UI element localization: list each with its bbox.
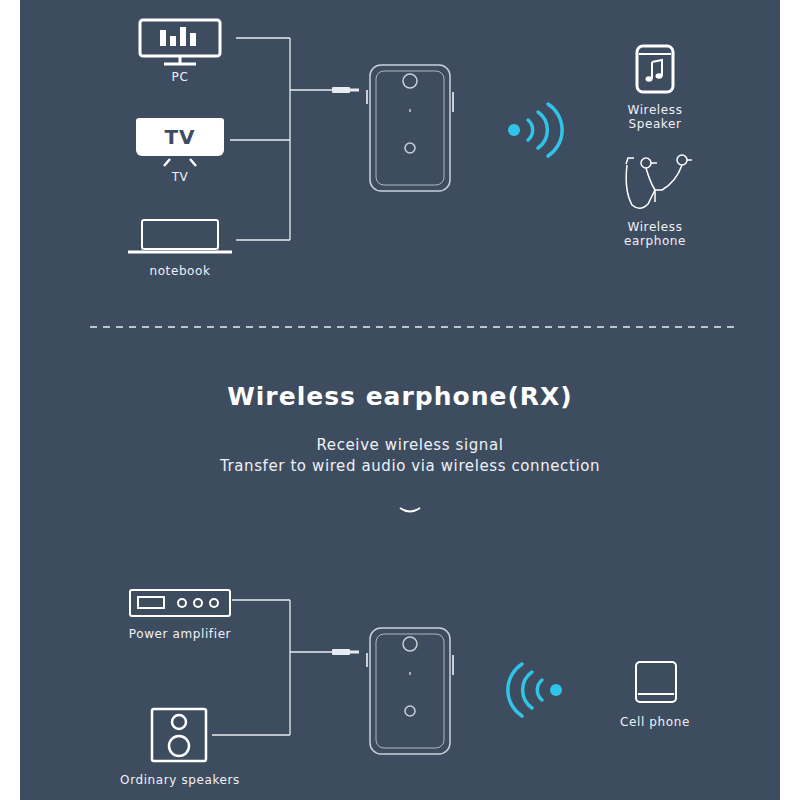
phone-icon	[636, 662, 676, 702]
divider	[90, 326, 740, 327]
notebook-icon	[128, 220, 232, 252]
icon-node: TV TV	[136, 118, 224, 184]
icon-node: PC	[172, 70, 189, 84]
pc-label: PC	[172, 70, 189, 84]
notebook-label: notebook	[149, 264, 210, 278]
phone-label: Cell phone	[620, 715, 690, 729]
description-text: Receive wireless signal	[317, 436, 504, 454]
amplifier-label: Power amplifier	[129, 627, 231, 641]
section-title: Wireless earphone(RX)	[227, 382, 573, 411]
tv-label: TV	[172, 170, 189, 184]
speaker-label: Wireless Speaker	[613, 103, 697, 131]
tv-stand	[164, 159, 196, 166]
icon-node: Power amplifier	[129, 627, 231, 641]
earphone-icon	[626, 155, 692, 208]
amplifier-icon	[130, 590, 230, 616]
pc-bars	[160, 27, 196, 46]
description-text: Transfer to wired audio via wireless con…	[220, 457, 600, 475]
icon-node: Cell phone	[620, 715, 690, 729]
pc-icon	[140, 20, 220, 64]
icon-node: Ordinary speakers	[120, 773, 240, 787]
icon-node: notebook	[149, 264, 210, 278]
earphone-label: Wireless earphone	[613, 220, 697, 248]
speaker-icon	[637, 46, 673, 92]
chevron	[400, 508, 420, 512]
loudspeaker-icon	[152, 709, 206, 761]
speakers-label: Ordinary speakers	[120, 773, 240, 787]
icon-node: Wireless earphone	[613, 220, 697, 248]
jack-plug	[332, 87, 359, 655]
icon-node: Wireless Speaker	[613, 103, 697, 131]
tv-screen-text: TV	[136, 118, 224, 156]
